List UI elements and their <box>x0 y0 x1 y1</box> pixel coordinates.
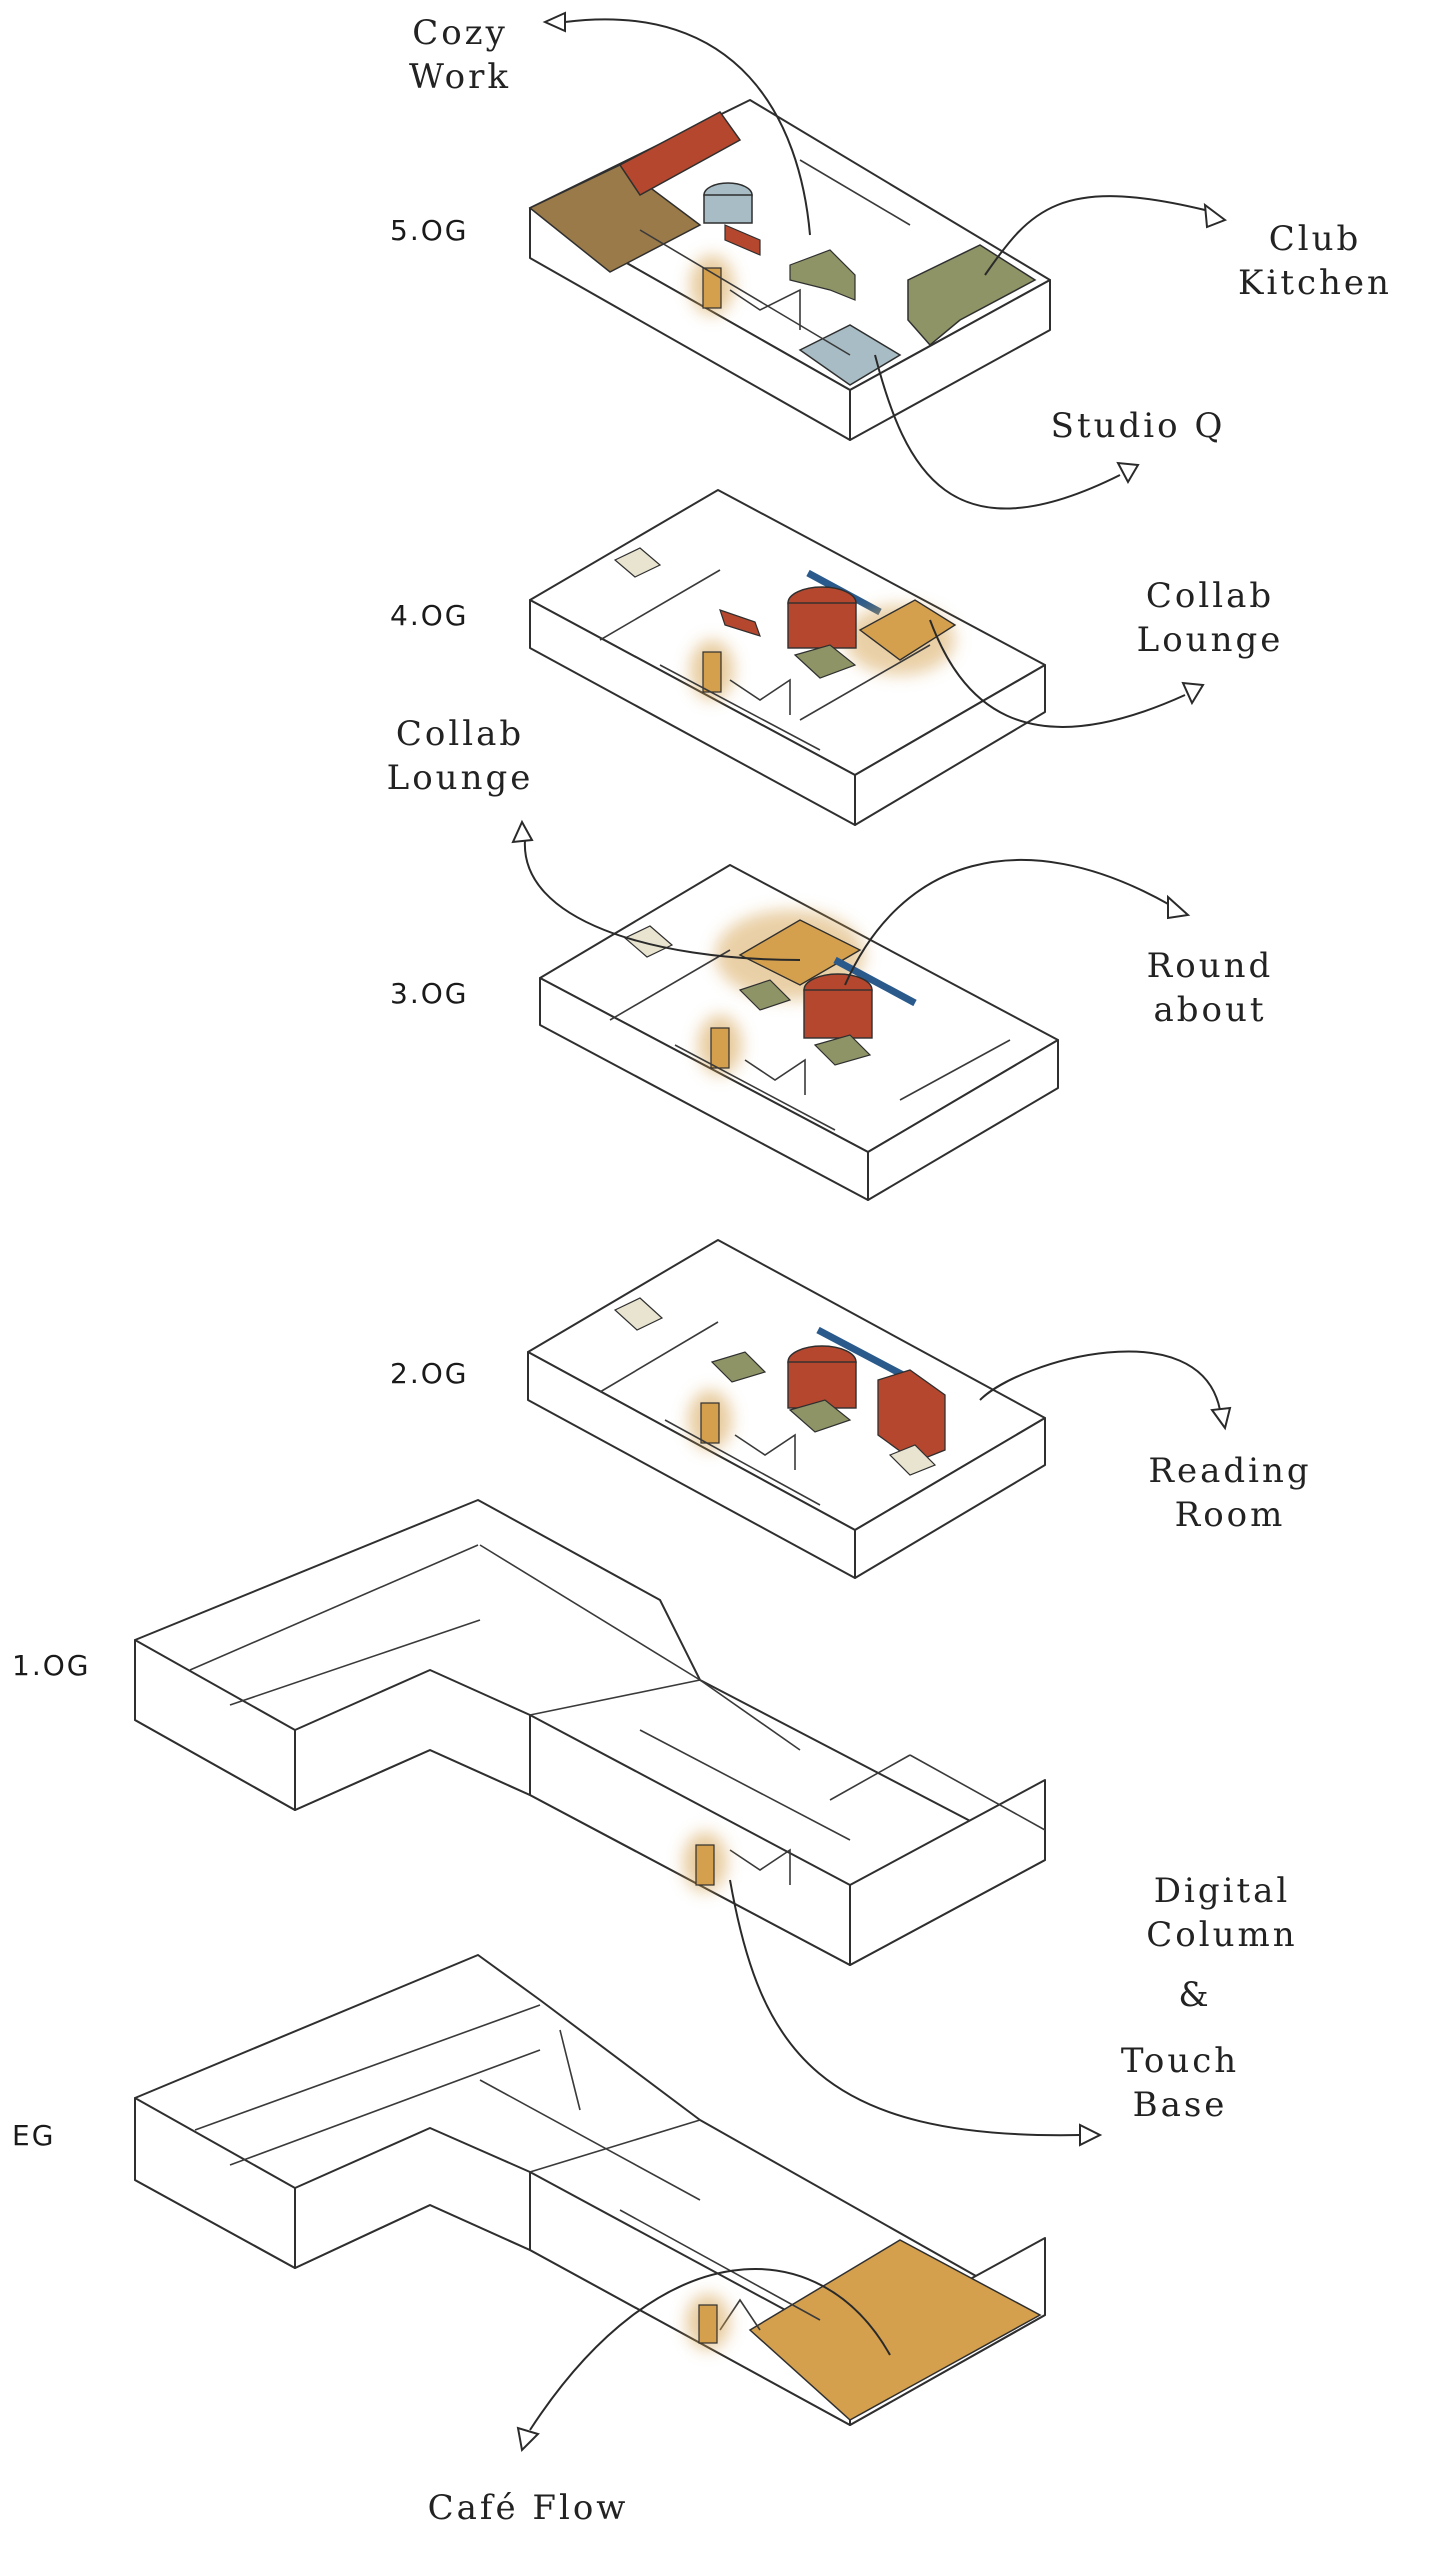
arrow-cafe-flow <box>529 2268 891 2431</box>
label-collab-lounge-4-1: Collab <box>1146 576 1274 616</box>
arrow-round-about <box>844 859 1171 986</box>
label-cozy-work-2: Work <box>409 57 511 97</box>
level-label-4og: 4.OG <box>390 599 468 632</box>
arrow-club-kitchen-head <box>1203 202 1228 229</box>
arrow-round-about-head <box>1167 894 1191 920</box>
label-club-kitchen-2: Kitchen <box>1238 263 1392 303</box>
label-reading-room-1: Reading <box>1148 1451 1311 1491</box>
arrow-collab-lounge-3-head <box>511 819 534 844</box>
digital-column-eg <box>698 2304 718 2344</box>
olive-seat-5og <box>789 249 856 301</box>
cozy-work-zone <box>528 164 702 273</box>
digital-column-1og <box>695 1844 715 1886</box>
accent-seat <box>724 224 761 256</box>
floor-3og-front-right <box>867 1039 1059 1201</box>
leader-arrows <box>511 11 1232 2453</box>
label-cafe-flow: Café Flow <box>428 2488 629 2528</box>
round-about-table-body <box>803 989 873 1039</box>
olive-seat-3og-a <box>738 979 792 1011</box>
arrow-reading-room-head <box>1210 1406 1232 1431</box>
label-studio-q: Studio Q <box>1051 406 1226 446</box>
arrow-cozy-work <box>564 18 811 236</box>
olive-seat-3og-b <box>813 1034 872 1066</box>
floor-2og <box>527 1239 1046 1579</box>
label-touch-base-2: Base <box>1133 2085 1228 2125</box>
round-table-4og-body <box>787 602 857 649</box>
arrow-reading-room <box>979 1350 1221 1411</box>
label-reading-room-2: Room <box>1175 1495 1286 1535</box>
floor-3og <box>539 864 1059 1201</box>
arrow-collab-lounge-4-head <box>1181 681 1205 706</box>
floor-4og <box>529 489 1046 826</box>
olive-seat-4og <box>793 644 857 679</box>
cream-seat-4og <box>613 547 662 578</box>
collab-lounge-4og-zone <box>858 599 957 661</box>
arrow-touch-base-head <box>1079 2123 1103 2147</box>
olive-seat-2og-b <box>788 1399 852 1433</box>
label-collab-lounge-4-2: Lounge <box>1137 620 1284 660</box>
digital-column-5og <box>702 267 722 309</box>
club-kitchen-zone <box>907 244 1037 347</box>
floor-2og-front-right <box>854 1417 1046 1579</box>
level-label-3og: 3.OG <box>390 977 468 1010</box>
studio-q-table-body <box>703 194 753 224</box>
arrow-collab-lounge-3 <box>523 839 801 961</box>
label-digital-column-1: Digital <box>1154 1871 1291 1911</box>
arrow-collab-lounge-4 <box>929 619 1186 728</box>
cream-seat-2og <box>613 1297 664 1331</box>
label-round-about-2: about <box>1153 990 1266 1030</box>
olive-seat-2og-a <box>710 1351 767 1383</box>
label-collab-lounge-3-2: Lounge <box>387 758 534 798</box>
label-club-kitchen-1: Club <box>1269 219 1362 259</box>
reading-room-sofa <box>877 1369 946 1463</box>
arrow-cozy-work-head <box>542 11 566 33</box>
floor-5og <box>528 99 1051 441</box>
floor-eg <box>134 1954 1046 2426</box>
floor-4og-front-right <box>854 664 1046 826</box>
digital-column-2og <box>700 1402 720 1444</box>
arrow-touch-base <box>729 1879 1081 2137</box>
floor-5og-front-right <box>849 279 1051 441</box>
cafe-flow-zone <box>748 2239 1042 2421</box>
label-collab-lounge-3-1: Collab <box>396 714 524 754</box>
label-cozy-work-1: Cozy <box>412 13 508 53</box>
label-round-about-1: Round <box>1147 946 1274 986</box>
red-seat-4og <box>719 609 761 637</box>
label-ampersand: & <box>1178 1975 1211 2015</box>
digital-column-4og <box>702 651 722 693</box>
arrow-club-kitchen <box>984 195 1206 276</box>
navy-bar-2og <box>816 1326 907 1380</box>
arrow-cafe-flow-head <box>516 2426 540 2453</box>
navy-bar-3og <box>833 956 917 1007</box>
floor-1og <box>134 1499 1046 1966</box>
cozy-work-sofa <box>618 111 742 196</box>
level-label-1og: 1.OG <box>12 1649 90 1682</box>
label-digital-column-2: Column <box>1146 1915 1297 1955</box>
cream-seat-2og-b <box>888 1444 937 1476</box>
digital-column-3og <box>710 1027 730 1069</box>
label-touch-base-1: Touch <box>1121 2041 1239 2081</box>
arrow-studio-q <box>874 354 1121 510</box>
level-label-2og: 2.OG <box>390 1357 468 1390</box>
level-label-eg: EG <box>12 2119 55 2152</box>
level-label-5og: 5.OG <box>390 214 468 247</box>
cream-seat-3og <box>623 925 674 958</box>
collab-lounge-3og-zone <box>738 919 862 986</box>
arrow-studio-q-head <box>1116 461 1140 485</box>
floor-1og-front-end <box>849 1779 1046 1966</box>
